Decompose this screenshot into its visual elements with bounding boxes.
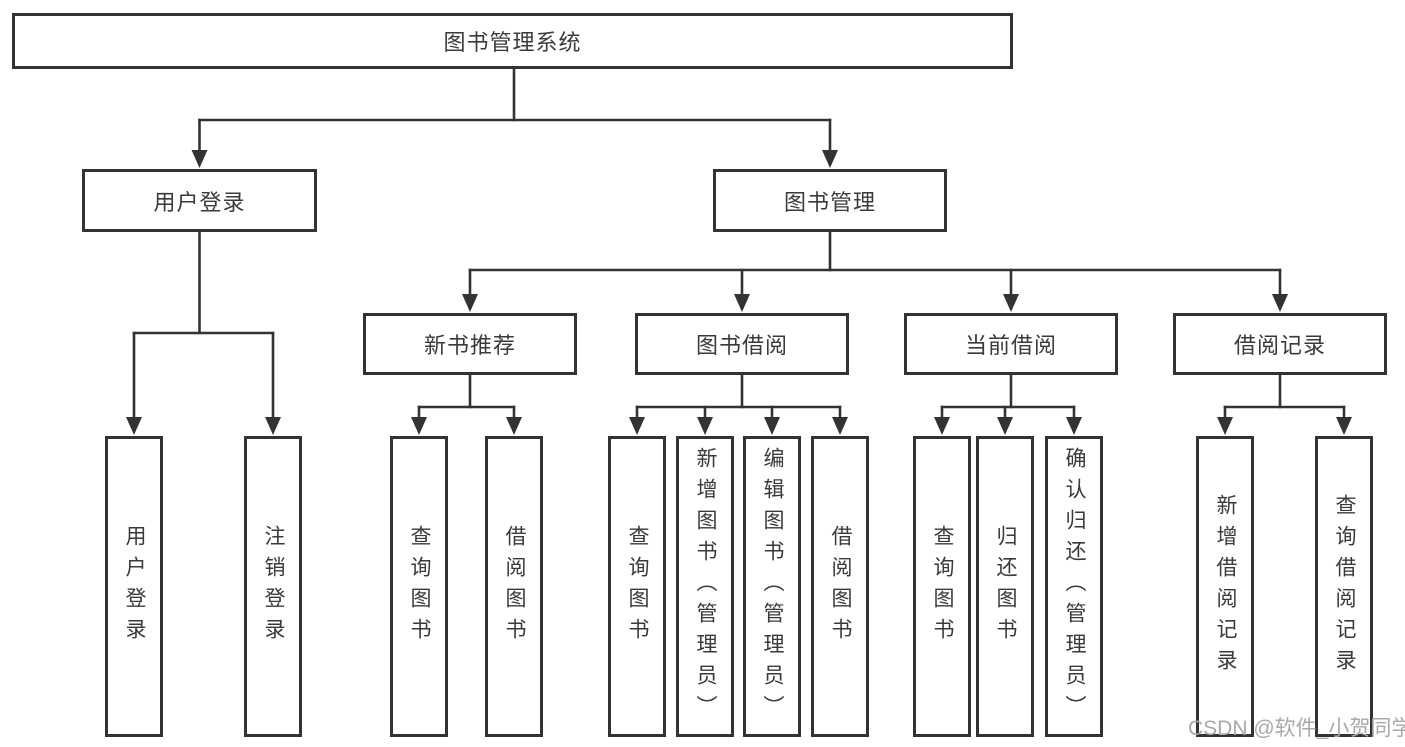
node-label: 图书借阅 bbox=[695, 333, 788, 358]
node-borrowing-records: 借阅记录 bbox=[1173, 313, 1387, 375]
leaf-confirm-return-admin: 确认归还（管理员） bbox=[1045, 436, 1103, 737]
leaf-return-books: 归还图书 bbox=[976, 436, 1034, 737]
leaf-add-books-admin: 新增图书（管理员） bbox=[676, 436, 734, 737]
node-current-borrowing: 当前借阅 bbox=[904, 313, 1118, 375]
leaf-label: 确认归还（管理员） bbox=[1063, 447, 1086, 726]
node-label: 新书推荐 bbox=[423, 333, 516, 358]
node-label: 图书管理 bbox=[783, 189, 876, 215]
leaf-label: 注销登录 bbox=[262, 524, 285, 649]
leaf-label: 借阅图书 bbox=[503, 524, 526, 649]
leaf-borrow-books-borrowing: 借阅图书 bbox=[811, 436, 869, 737]
leaf-user-login: 用户登录 bbox=[105, 436, 163, 737]
connector-root-to-level2 bbox=[191, 67, 838, 168]
leaf-label: 归还图书 bbox=[994, 524, 1017, 649]
node-book-management: 图书管理 bbox=[713, 169, 947, 232]
leaf-label: 编辑图书（管理员） bbox=[761, 447, 784, 726]
node-label: 用户登录 bbox=[153, 189, 246, 215]
connector-current-borrowing-to-leaves bbox=[934, 373, 1082, 435]
connector-new-book-recommendation-to-leaves bbox=[411, 373, 522, 435]
leaf-query-books-current: 查询图书 bbox=[913, 436, 971, 737]
leaf-label: 新增借阅记录 bbox=[1214, 493, 1237, 680]
leaf-query-borrowing-record: 查询借阅记录 bbox=[1315, 436, 1373, 737]
csdn-watermark: CSDN @软件_小贺同学 bbox=[1188, 717, 1405, 740]
leaf-logout: 注销登录 bbox=[244, 436, 302, 737]
node-label: 图书管理系统 bbox=[443, 30, 582, 55]
leaf-add-borrowing-record: 新增借阅记录 bbox=[1196, 436, 1254, 737]
node-label: 借阅记录 bbox=[1233, 333, 1326, 358]
leaf-edit-books-admin: 编辑图书（管理员） bbox=[743, 436, 801, 737]
node-library-management-system: 图书管理系统 bbox=[12, 13, 1013, 69]
leaf-query-books-borrowing: 查询图书 bbox=[608, 436, 666, 737]
connector-user-login-to-leaves bbox=[126, 230, 281, 435]
connector-borrowing-records-to-leaves bbox=[1217, 373, 1352, 435]
leaf-label: 查询图书 bbox=[931, 524, 954, 649]
leaf-query-books-recommend: 查询图书 bbox=[390, 436, 448, 737]
leaf-label: 借阅图书 bbox=[829, 524, 852, 649]
leaf-label: 查询图书 bbox=[626, 524, 649, 649]
leaf-label: 新增图书（管理员） bbox=[694, 447, 717, 726]
node-new-book-recommendation: 新书推荐 bbox=[363, 313, 577, 375]
connector-book-borrowing-to-leaves bbox=[629, 373, 848, 435]
node-book-borrowing: 图书借阅 bbox=[635, 313, 849, 375]
node-user-login: 用户登录 bbox=[82, 169, 317, 232]
node-label: 当前借阅 bbox=[964, 333, 1057, 358]
connector-book-management-to-level3 bbox=[462, 230, 1288, 312]
leaf-label: 用户登录 bbox=[123, 524, 146, 649]
leaf-borrow-books-recommend: 借阅图书 bbox=[485, 436, 543, 737]
leaf-label: 查询借阅记录 bbox=[1333, 493, 1356, 680]
leaf-label: 查询图书 bbox=[408, 524, 431, 649]
